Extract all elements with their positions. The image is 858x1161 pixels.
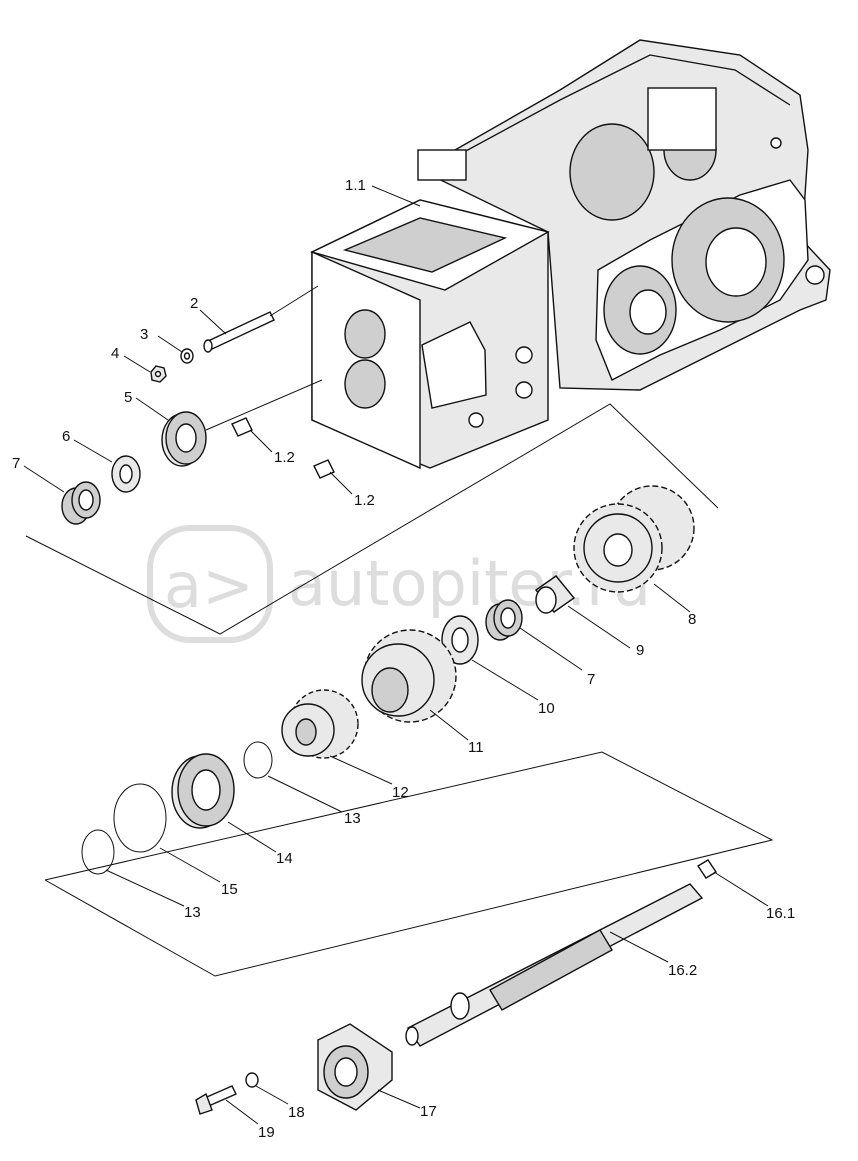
callout-1-1: 1.1 [345, 177, 366, 194]
leader-9 [567, 605, 631, 649]
leader-4 [123, 355, 151, 373]
retaining-ring [113, 783, 167, 853]
leader-10 [471, 659, 539, 701]
leader-12 [329, 755, 393, 785]
leader-1-2a [249, 429, 273, 453]
synchro-gear [361, 629, 457, 723]
callout-5: 5 [124, 389, 132, 406]
callout-3: 3 [140, 326, 148, 343]
callout-13a: 13 [344, 810, 361, 827]
callout-8: 8 [688, 611, 696, 628]
group-bracket-upper [25, 403, 719, 635]
dowel-pin-lower [313, 459, 335, 479]
leader-7a [23, 465, 65, 493]
leader-13b [105, 869, 185, 907]
nut [150, 365, 167, 383]
double-gear [573, 485, 695, 593]
ball-bearing-rear [171, 753, 235, 829]
stud-bolt [203, 311, 275, 353]
callout-16-1: 16.1 [766, 905, 795, 922]
leader-13a [267, 775, 343, 813]
leader-1-1 [371, 185, 421, 207]
washer-small [245, 1072, 259, 1088]
callout-6: 6 [62, 428, 70, 445]
callout-11: 11 [468, 739, 484, 756]
callout-18: 18 [288, 1104, 305, 1121]
lock-washer [180, 348, 194, 364]
callout-15: 15 [221, 881, 238, 898]
dowel-pin-upper [231, 417, 253, 437]
callout-1-2a: 1.2 [274, 449, 295, 466]
leader-14 [227, 821, 277, 853]
thrust-washer-rear [441, 615, 479, 665]
leader-16-2 [609, 931, 669, 963]
leader-15 [159, 847, 221, 883]
callout-1-2b: 1.2 [354, 492, 375, 509]
leader-1-2b [329, 471, 353, 495]
gearbox-housing [310, 39, 831, 470]
bearing-cap [317, 1023, 393, 1111]
watermark-logo-box [147, 525, 273, 643]
leader-16-1 [713, 871, 769, 907]
bushing-sleeve [534, 575, 576, 614]
shaft-sleeve [697, 859, 717, 879]
leader-17 [377, 1089, 421, 1109]
leader-7b [519, 627, 583, 671]
group-bracket-lower [44, 751, 774, 977]
callout-4: 4 [111, 345, 119, 362]
callout-12: 12 [392, 784, 409, 801]
spur-gear [281, 689, 359, 759]
bearing-axis-line [205, 379, 323, 431]
callout-10: 10 [538, 700, 555, 717]
snap-ring-lower [81, 829, 115, 875]
callout-19: 19 [258, 1124, 275, 1141]
stud-axis-line [269, 285, 319, 317]
leader-2 [199, 309, 227, 335]
callout-2: 2 [190, 295, 198, 312]
cap-screw [195, 1085, 237, 1115]
leader-8 [653, 583, 691, 613]
leader-19 [225, 1099, 259, 1125]
leader-18 [255, 1085, 289, 1105]
callout-16-2: 16.2 [668, 962, 697, 979]
callout-13b: 13 [184, 904, 201, 921]
callout-9: 9 [636, 642, 644, 659]
input-shaft [405, 883, 704, 1047]
callout-17: 17 [420, 1103, 437, 1120]
watermark-logo-glyph: a> [164, 549, 254, 622]
leader-3 [157, 335, 183, 353]
callout-7b: 7 [587, 671, 595, 688]
leader-5 [135, 397, 169, 421]
callout-7a: 7 [12, 455, 20, 472]
ball-bearing-front [161, 411, 207, 467]
leader-11 [429, 709, 469, 741]
snap-ring-upper [243, 741, 273, 779]
callout-14: 14 [276, 850, 293, 867]
leader-6 [73, 439, 113, 463]
needle-bushing-rear [485, 599, 523, 641]
needle-bushing-front [61, 481, 101, 525]
thrust-washer-front [111, 455, 141, 493]
